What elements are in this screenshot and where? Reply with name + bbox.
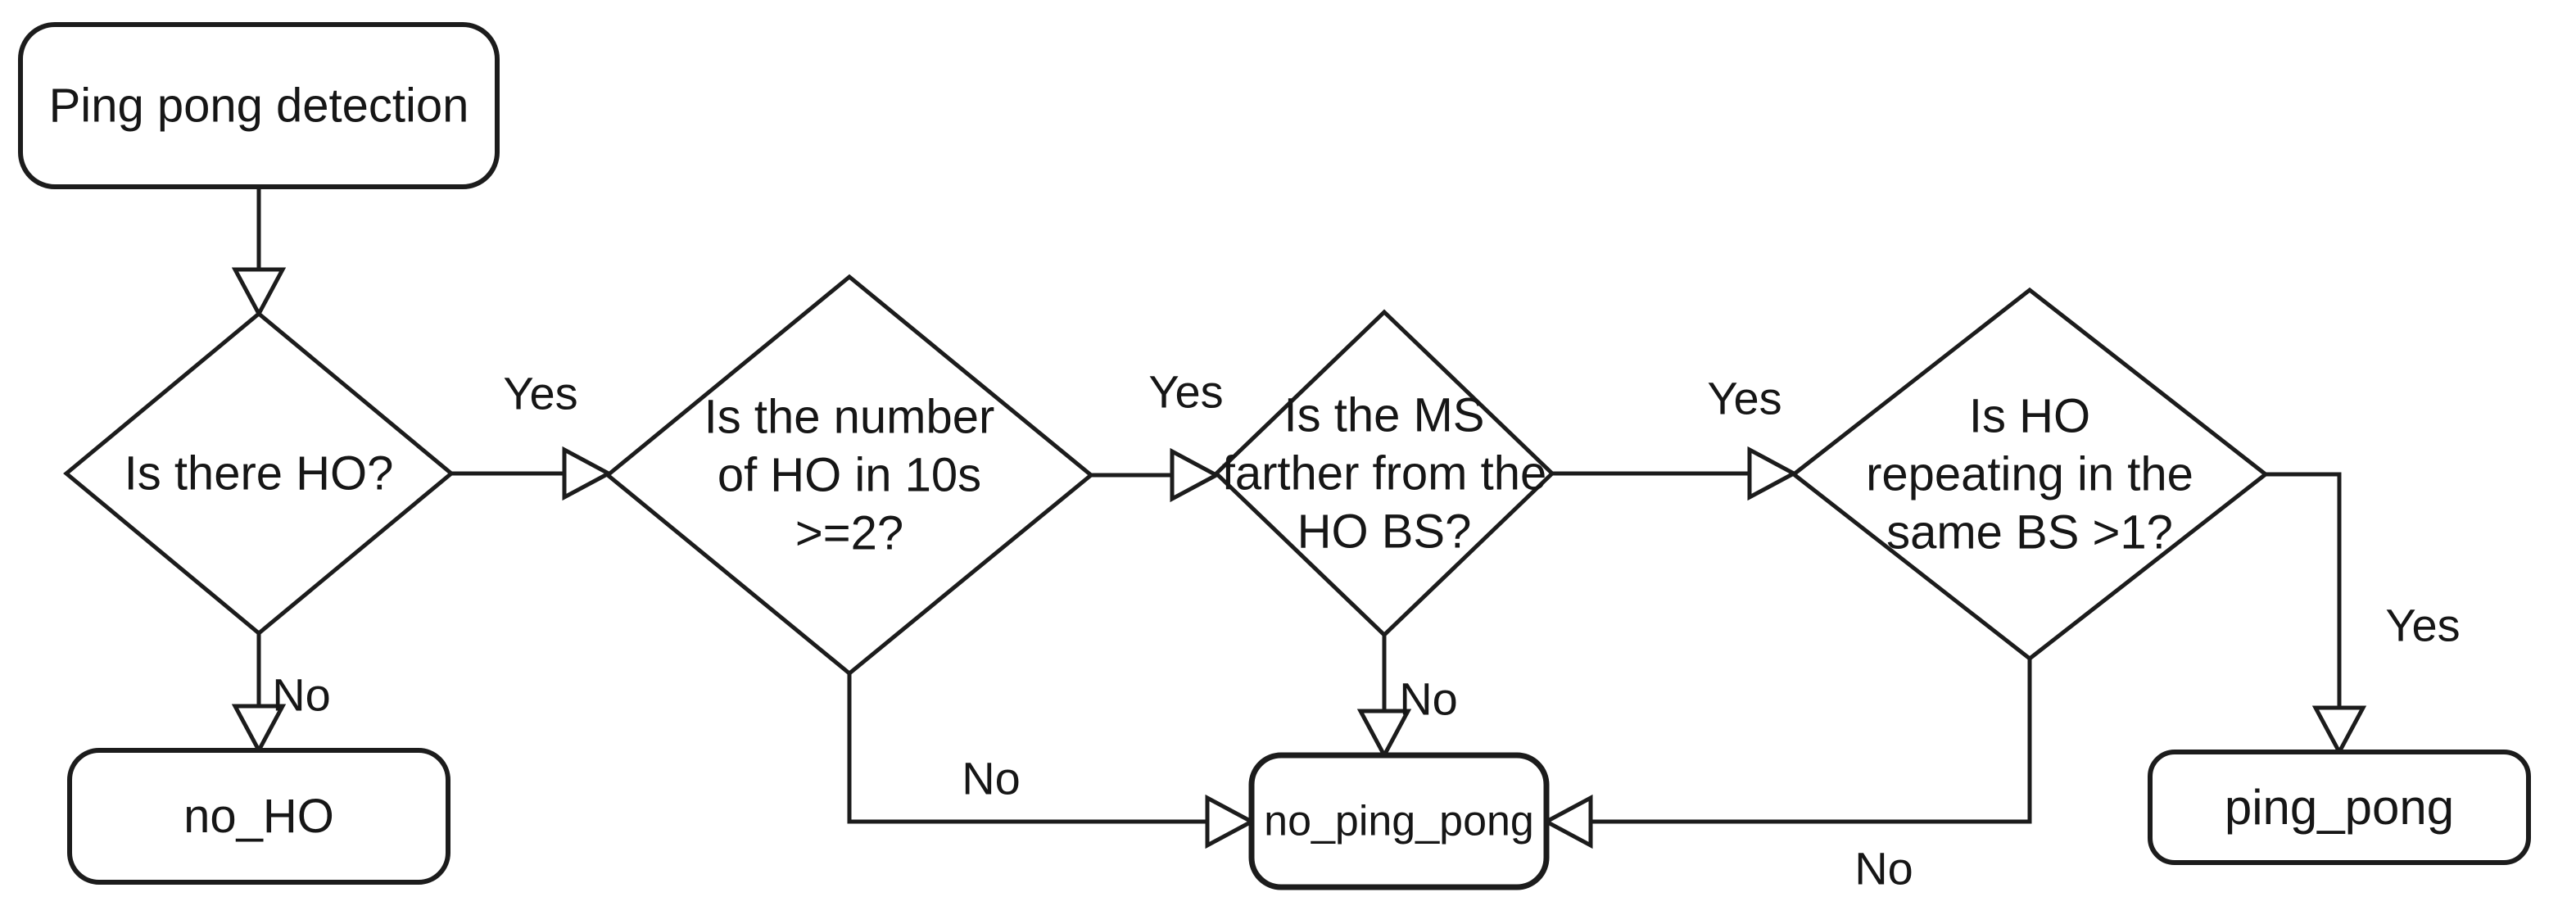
branch-label-d4-no-npp: No [1854, 843, 1913, 895]
decision-ho-count-in-10s-label: >=2? [795, 507, 903, 560]
hollow-arrowhead-icon [1170, 447, 1221, 503]
branch-label-d3-no-npp: No [1399, 673, 1458, 725]
decision-ms-farther-from-ho-bs-shape [1213, 309, 1555, 638]
hollow-arrowhead-icon [1356, 709, 1412, 760]
outcome-ping-pong-shape [2148, 750, 2531, 865]
decision-ms-farther-from-ho-bs-label: HO BS? [1297, 505, 1472, 559]
branch-label-d2-yes-d3: Yes [1148, 366, 1223, 418]
decision-ho-repeating-same-bs-label: repeating in the [1866, 448, 2193, 501]
edge-d3-no-npp: No [1356, 635, 1458, 760]
decision-ho-count-in-10s-label: Is the number [704, 391, 995, 444]
outcome-no-ho-shape [67, 748, 450, 885]
branch-label-d3-yes-d4: Yes [1707, 373, 1781, 424]
outcome-no-ping-pong-label: no_ping_pong [1264, 798, 1534, 845]
branch-label-d4-yes-pp: Yes [2385, 600, 2460, 651]
decision-ho-count-in-10s-label: of HO in 10s [718, 449, 981, 502]
edge-d1-yes-d2: Yes [451, 368, 613, 501]
edge-d1-no-noho: No [231, 633, 331, 755]
start-node: Ping pong detection [18, 22, 500, 189]
decision-is-there-ho-label: Is there HO? [124, 447, 394, 501]
outcome-no-ho: no_HO [67, 748, 450, 885]
edge-d2-no-npp: No [847, 673, 1256, 849]
hollow-arrowhead-icon [231, 267, 287, 319]
decision-ho-repeating-same-bs-shape [1790, 287, 2270, 662]
edge-start-to-d1 [231, 187, 287, 319]
hollow-arrowhead-icon [562, 446, 613, 501]
hollow-arrowhead-icon [231, 704, 287, 755]
branch-label-d1-yes-d2: Yes [503, 368, 577, 419]
hollow-arrowhead-icon [1205, 794, 1256, 849]
branch-label-d1-no-noho: No [272, 669, 331, 721]
connector-line [847, 673, 1207, 824]
decision-ms-farther-from-ho-bs-label: farther from the [1222, 447, 1546, 501]
edge-d4-no-npp: No [1542, 659, 2032, 895]
decision-is-there-ho: Is there HO? [63, 310, 455, 636]
decision-ho-count-in-10s-shape [604, 274, 1094, 677]
outcome-no-ping-pong: no_ping_pong [1248, 752, 1550, 890]
decision-ms-farther-from-ho-bs-label: Is the MS [1284, 389, 1485, 442]
connector-line [2266, 472, 2342, 708]
branch-label-d2-no-npp: No [962, 753, 1021, 804]
outcome-ping-pong-label: ping_pong [2225, 780, 2454, 835]
decision-ho-repeating-same-bs-label: same BS >1? [1886, 506, 2173, 559]
decision-ho-repeating-same-bs-label: Is HO [1969, 390, 2090, 443]
edge-d3-yes-d4: Yes [1552, 373, 1799, 501]
decision-is-there-ho-shape [63, 310, 455, 636]
outcome-ping-pong: ping_pong [2148, 750, 2531, 865]
edge-d2-yes-d3: Yes [1091, 366, 1224, 503]
hollow-arrowhead-icon [2311, 705, 2367, 757]
hollow-arrowhead-icon [1747, 446, 1799, 501]
start-node-label: Ping pong detection [49, 79, 469, 133]
hollow-arrowhead-icon [1542, 794, 1593, 849]
outcome-no-ping-pong-shape [1248, 752, 1550, 890]
edge-d4-yes-pp: Yes [2266, 472, 2461, 757]
connector-line [1591, 659, 2032, 824]
start-node-shape [18, 22, 500, 189]
outcome-no-ho-label: no_HO [183, 790, 334, 843]
